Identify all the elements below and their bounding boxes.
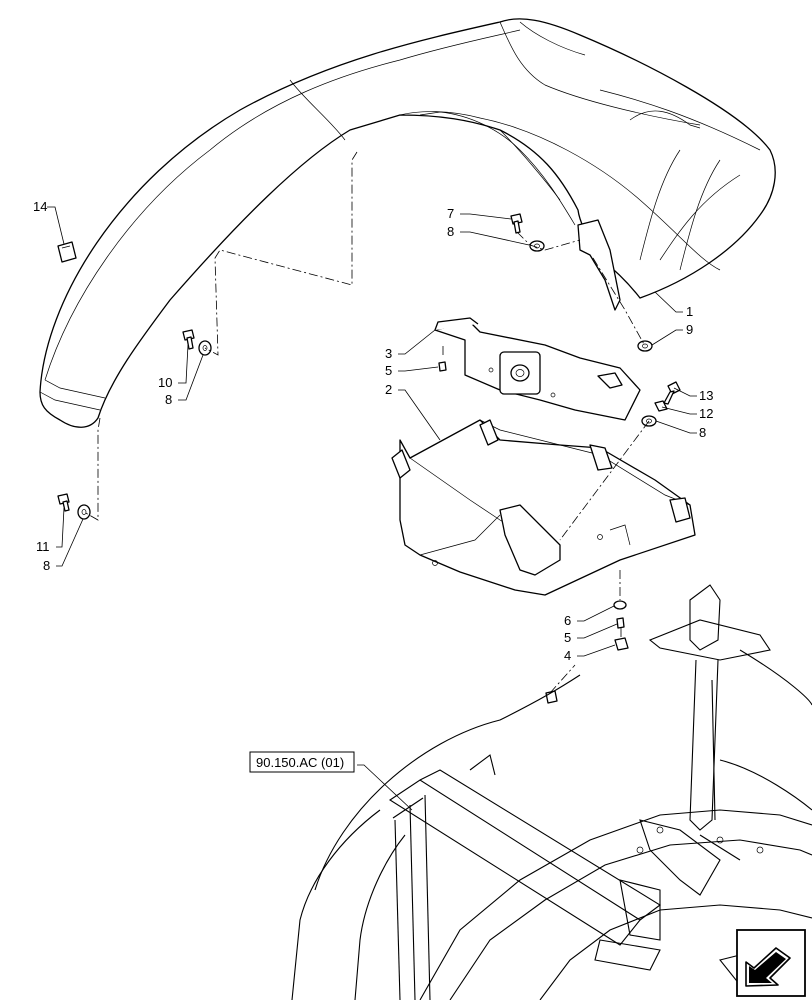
previous-view-arrow-icon[interactable] bbox=[736, 929, 806, 997]
callout-5[interactable]: 5 bbox=[564, 630, 571, 645]
cab-frame bbox=[291, 584, 812, 1000]
callout-8[interactable]: 8 bbox=[43, 558, 50, 573]
callout-4[interactable]: 4 bbox=[564, 648, 571, 663]
assembly-lines bbox=[83, 151, 650, 694]
callout-labels: 14 7 8 1 9 3 5 10 8 2 13 12 8 11 8 6 5 4 bbox=[33, 199, 713, 663]
bracket-part-3 bbox=[434, 317, 641, 421]
callout-14[interactable]: 14 bbox=[33, 199, 47, 214]
callout-8[interactable]: 8 bbox=[165, 392, 172, 407]
tray-part-2 bbox=[391, 419, 696, 596]
callout-9[interactable]: 9 bbox=[686, 322, 693, 337]
hardware bbox=[57, 213, 681, 704]
callout-1[interactable]: 1 bbox=[686, 304, 693, 319]
callout-10[interactable]: 10 bbox=[158, 375, 172, 390]
callout-6[interactable]: 6 bbox=[564, 613, 571, 628]
reference-label[interactable]: 90.150.AC (01) bbox=[256, 755, 344, 770]
callout-2[interactable]: 2 bbox=[385, 382, 392, 397]
callout-8[interactable]: 8 bbox=[699, 425, 706, 440]
fender-part-1 bbox=[39, 18, 776, 428]
reference-link[interactable]: 90.150.AC (01) bbox=[249, 751, 355, 773]
callout-5[interactable]: 5 bbox=[385, 363, 392, 378]
callout-12[interactable]: 12 bbox=[699, 406, 713, 421]
callout-7[interactable]: 7 bbox=[447, 206, 454, 221]
callout-11[interactable]: 11 bbox=[36, 539, 50, 554]
callout-8[interactable]: 8 bbox=[447, 224, 454, 239]
callout-3[interactable]: 3 bbox=[385, 346, 392, 361]
callout-13[interactable]: 13 bbox=[699, 388, 713, 403]
leader-lines bbox=[47, 206, 697, 811]
